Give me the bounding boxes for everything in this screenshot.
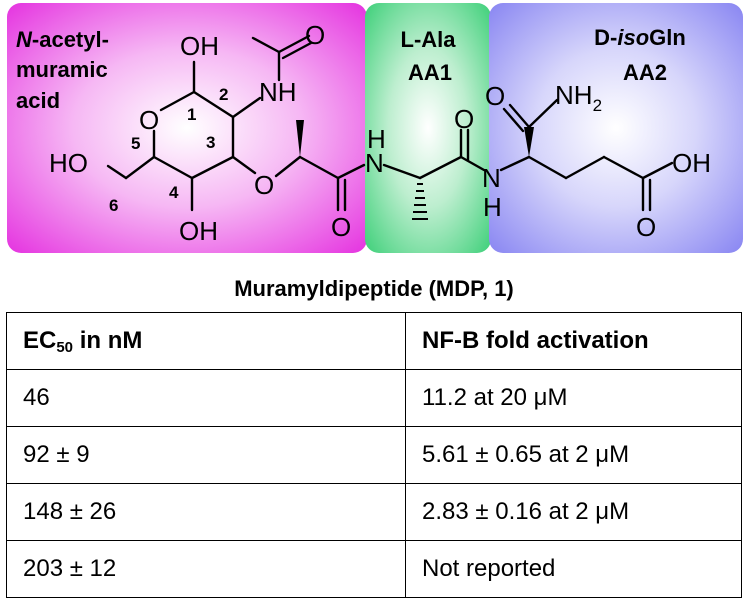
atom-nh-acetyl: NH: [259, 77, 297, 107]
ring-number-3: 3: [206, 133, 215, 152]
atom-n-amide-1: N: [365, 148, 384, 178]
stereo-hash-bonds: [412, 183, 428, 220]
atom-h-amide-2: H: [483, 192, 502, 222]
cell-ec50: 148 ± 26: [6, 483, 406, 541]
activity-table: EC50 in nM NF-B fold activation 46 11.2 …: [6, 312, 742, 598]
stereo-wedges: [296, 120, 534, 157]
region-label-d-isogln: D-isoGln: [594, 25, 686, 50]
ring-position-numbers: 1 2 3 4 5 6: [109, 85, 228, 215]
table-row: 92 ± 9 5.61 ± 0.65 at 2 μM: [6, 426, 742, 484]
ring-number-5: 5: [131, 134, 140, 153]
cell-activation: Not reported: [405, 540, 742, 598]
header-ec50: EC50 in nM: [6, 312, 406, 370]
table-header-row: EC50 in nM NF-B fold activation: [6, 312, 742, 370]
cell-ec50: 46: [6, 369, 406, 427]
atom-oh-c4: OH: [179, 216, 218, 246]
d-isogln-region: [489, 3, 743, 253]
table-row: 46 11.2 at 20 μM: [6, 369, 742, 427]
atom-oh-c1: OH: [180, 31, 219, 61]
cell-activation: 2.83 ± 0.16 at 2 μM: [405, 483, 742, 541]
atom-o-amide-side: O: [485, 81, 505, 111]
atom-h-amide-1: H: [367, 124, 386, 154]
muramic-acid-region: [7, 3, 367, 253]
atom-o-ring: O: [139, 105, 159, 135]
table-row: 148 ± 26 2.83 ± 0.16 at 2 μM: [6, 483, 742, 541]
cell-ec50: 92 ± 9: [6, 426, 406, 484]
figure-title: Muramyldipeptide (MDP, 1): [234, 276, 514, 301]
cell-activation: 11.2 at 20 μM: [405, 369, 742, 427]
atom-o-acid-carbonyl: O: [636, 212, 656, 242]
ring-number-2: 2: [219, 85, 228, 104]
ring-number-4: 4: [169, 183, 179, 202]
ring-number-1: 1: [187, 105, 196, 124]
header-nfb-activation: NF-B fold activation: [405, 312, 742, 370]
atom-o-acetyl: O: [305, 20, 325, 50]
atom-nh2: NH2: [555, 80, 602, 115]
atom-oh-acid: OH: [672, 148, 711, 178]
region-label-aa2: AA2: [623, 60, 667, 85]
table-row: 203 ± 12 Not reported: [6, 540, 742, 598]
atom-o-ether: O: [254, 170, 274, 200]
cell-activation: 5.61 ± 0.65 at 2 μM: [405, 426, 742, 484]
region-label-muramic: N-acetyl- muramic acid: [16, 27, 115, 113]
atom-ho-c6: HO: [49, 148, 88, 178]
atom-o-carbonyl-2: O: [454, 104, 474, 134]
cell-ec50: 203 ± 12: [6, 540, 406, 598]
ring-number-6: 6: [109, 196, 118, 215]
atom-o-carbonyl-1: O: [331, 212, 351, 242]
atom-n-amide-2: N: [482, 163, 501, 193]
mdp-structure-diagram: N-acetyl- muramic acid L-Ala AA1 D-isoGl…: [7, 3, 743, 253]
region-label-l-ala: L-Ala: [401, 27, 457, 52]
region-label-aa1: AA1: [408, 60, 452, 85]
atom-labels: OH NH O HO OH O O H N O N H O NH2 O OH O: [49, 20, 711, 246]
bonds: [106, 34, 674, 212]
l-ala-region: [365, 3, 491, 253]
